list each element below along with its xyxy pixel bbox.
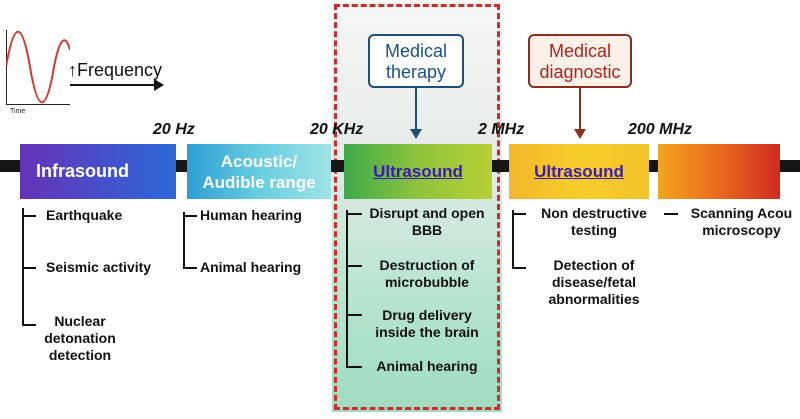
freq-mark-200mhz: 200 MHz xyxy=(628,121,693,138)
medical-therapy-region-border xyxy=(334,4,500,410)
therapy-bracket xyxy=(346,210,348,368)
bracket-tick xyxy=(664,213,678,215)
diagnostic-arrow-line xyxy=(579,88,581,132)
ultrasound-therapy-label: Ultrasound xyxy=(373,162,463,181)
list-item: Earthquake xyxy=(46,207,123,223)
bracket-tick xyxy=(22,324,36,326)
list-item-line: Non destructive xyxy=(541,205,647,221)
bracket-tick xyxy=(22,215,36,217)
bracket-tick xyxy=(183,267,197,269)
list-item-line: Detection of xyxy=(553,257,635,273)
list-item-line: microscopy xyxy=(702,222,781,238)
list-item: Non destructive testing xyxy=(526,205,662,239)
list-item-line: Nuclear xyxy=(54,313,106,329)
list-item: Detection of disease/fetal abnormalities xyxy=(526,257,662,308)
list-item: Seismic activity xyxy=(46,259,152,275)
freq-mark-20khz: 20 KHz xyxy=(310,121,364,138)
list-item: Disrupt and open BBB xyxy=(360,205,494,239)
bracket-tick xyxy=(183,215,197,217)
down-arrow-icon xyxy=(574,129,586,139)
medical-diagnostic-callout: Medical diagnostic xyxy=(528,34,632,88)
bracket-tick xyxy=(346,366,362,368)
list-item-line: inside the brain xyxy=(375,324,479,340)
bracket-tick xyxy=(22,267,36,269)
band-acoustic-line2: Audible range xyxy=(202,172,316,192)
wave-x-axis xyxy=(6,104,70,105)
band-high-frequency xyxy=(658,144,780,199)
band-infrasound: Infrasound xyxy=(20,144,176,199)
right-arrow-icon xyxy=(154,79,164,91)
list-item-line: detonation xyxy=(44,330,116,346)
band-acoustic: Acoustic/ Audible range xyxy=(187,144,331,199)
list-item-line: BBB xyxy=(411,222,443,238)
freq-mark-20hz: 20 Hz xyxy=(153,121,195,138)
up-arrow-icon: ↑ xyxy=(68,60,77,80)
therapy-arrow-line xyxy=(415,88,417,132)
freq-mark-2mhz: 2 MHz xyxy=(478,121,525,138)
list-item-line: Drug delivery xyxy=(382,307,472,323)
bracket-tick xyxy=(346,314,362,316)
infrasound-bracket xyxy=(22,208,24,325)
list-item-line: microbubble xyxy=(384,274,469,290)
frequency-label: ↑Frequency xyxy=(68,60,162,81)
bracket-tick xyxy=(512,213,526,215)
acoustic-bracket xyxy=(183,212,185,269)
frequency-arrow-line xyxy=(70,84,158,86)
frequency-label-text: Frequency xyxy=(77,60,163,80)
bracket-tick xyxy=(346,213,362,215)
bracket-tick xyxy=(346,265,362,267)
band-ultrasound-therapy: Ultrasound xyxy=(344,144,492,199)
sine-wave-icon xyxy=(6,31,70,103)
list-item-line: abnormalities xyxy=(548,291,640,307)
list-item: Nuclear detonation detection xyxy=(28,313,132,364)
bracket-tick xyxy=(512,267,526,269)
time-label: Time xyxy=(10,108,26,115)
band-ultrasound-diagnostic: Ultrasound xyxy=(509,144,649,199)
list-item: Scanning Acou microscopy xyxy=(683,205,800,239)
list-item: Destruction of microbubble xyxy=(360,257,494,291)
list-item: Animal hearing xyxy=(200,259,302,275)
medical-therapy-callout: Medical therapy xyxy=(368,34,464,88)
list-item-line: Scanning Acou xyxy=(690,205,793,221)
list-item-line: testing xyxy=(571,222,617,238)
list-item: Drug delivery inside the brain xyxy=(360,307,494,341)
list-item-line: Destruction of xyxy=(379,257,475,273)
down-arrow-icon xyxy=(410,129,422,139)
band-acoustic-line1: Acoustic/ xyxy=(220,151,298,171)
list-item: Animal hearing xyxy=(376,358,478,374)
list-item-line: Disrupt and open xyxy=(369,205,485,221)
list-item: Human hearing xyxy=(200,207,302,223)
list-item-line: detection xyxy=(48,347,112,363)
ultrasound-diagnostic-label: Ultrasound xyxy=(534,162,624,181)
list-item-line: disease/fetal xyxy=(551,274,637,290)
diagnostic-bracket xyxy=(512,210,514,269)
